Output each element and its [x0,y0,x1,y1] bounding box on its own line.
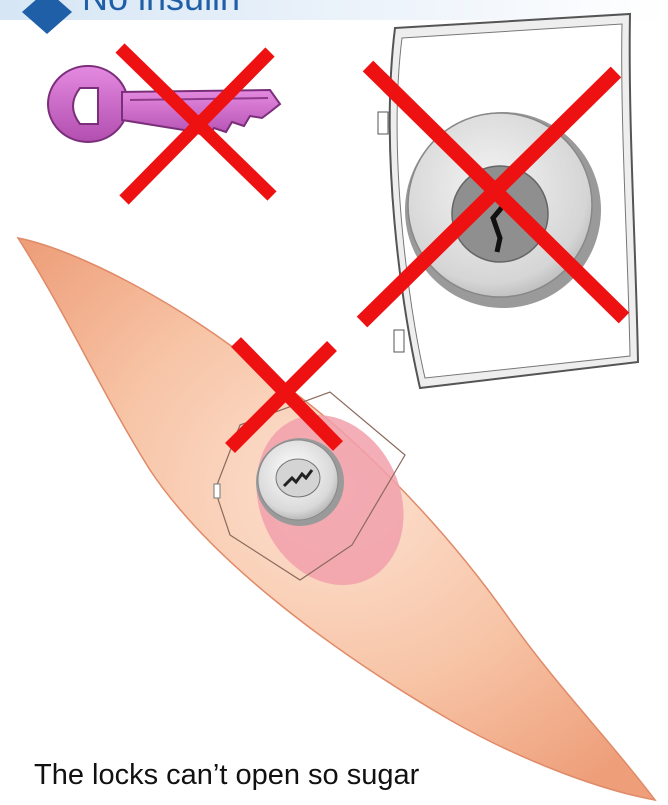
caption: The locks can’t open so sugar [34,757,419,793]
cell-lock-icon [256,438,344,526]
cell-hinge [214,484,220,498]
door-hinge-top [378,112,388,134]
door-hinge-bottom [394,330,404,352]
